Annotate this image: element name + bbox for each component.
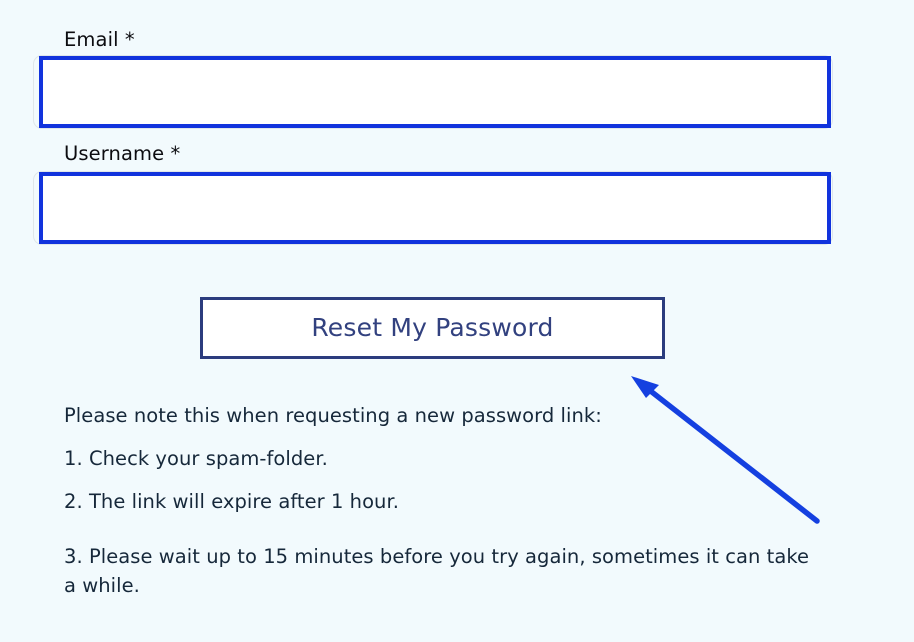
reset-my-password-button[interactable]: Reset My Password bbox=[200, 297, 665, 359]
notes-intro: Please note this when requesting a new p… bbox=[64, 404, 602, 427]
username-field-ghost-outline bbox=[33, 171, 833, 245]
username-field-label: Username * bbox=[64, 142, 181, 165]
email-field-ghost-outline bbox=[33, 55, 833, 129]
note-item-3: 3. Please wait up to 15 minutes before y… bbox=[64, 545, 810, 597]
notes-block: Please note this when requesting a new p… bbox=[64, 403, 824, 618]
username-input[interactable] bbox=[39, 172, 831, 244]
note-item-2: 2. The link will expire after 1 hour. bbox=[64, 490, 399, 513]
email-input[interactable] bbox=[39, 56, 831, 128]
note-item-1: 1. Check your spam-folder. bbox=[64, 447, 328, 470]
email-field-label: Email * bbox=[64, 28, 135, 51]
